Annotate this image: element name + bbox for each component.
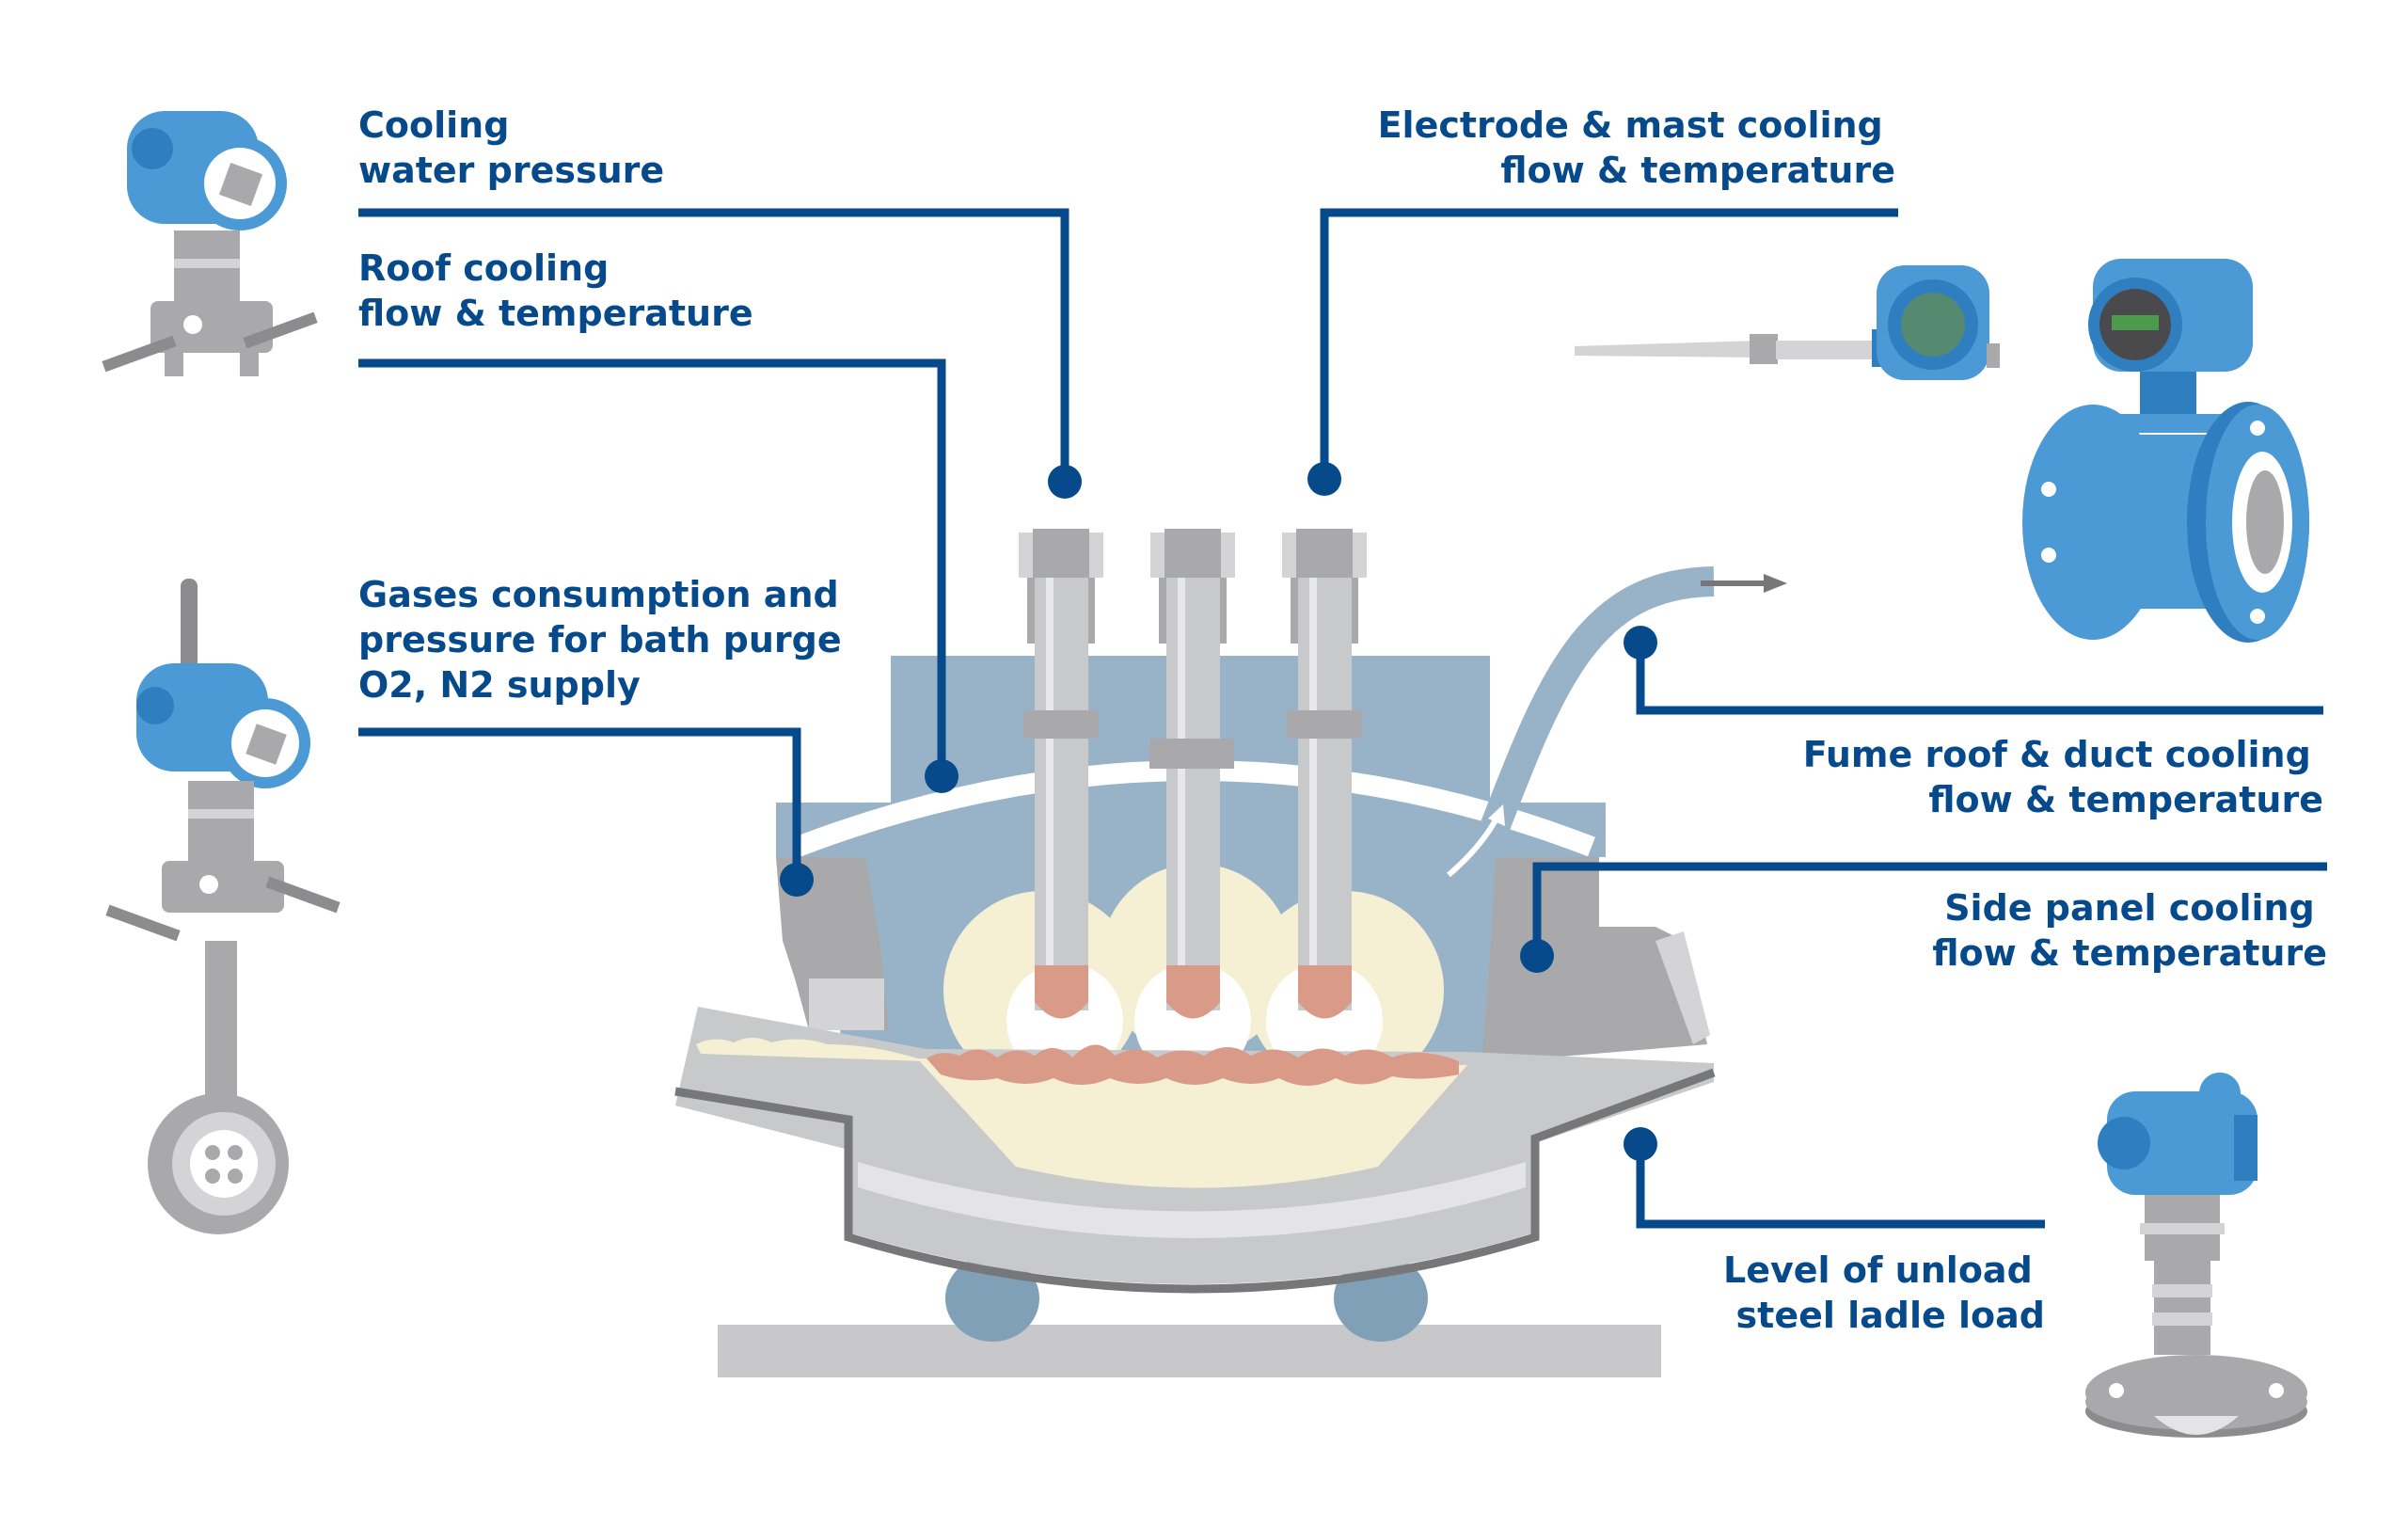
- magnetic-flowmeter-icon: [2022, 259, 2309, 643]
- radar-level-transmitter-icon: [2085, 1073, 2307, 1438]
- leader-cooling-water: [358, 208, 1082, 499]
- wireless-flow-transmitter-icon: [105, 579, 341, 1234]
- hearth-charge: [917, 1058, 1467, 1188]
- leader-electrode: [1307, 208, 1898, 496]
- temperature-transmitter-icon: [1575, 265, 2000, 380]
- exhaust-arrow-icon: [1701, 574, 1787, 593]
- leader-gases: [358, 727, 814, 897]
- leader-fume-roof: [1624, 626, 2323, 715]
- label-electrode: Electrode & mast cooling flow & temperat…: [1378, 104, 1895, 191]
- pressure-transmitter-icon: [102, 111, 318, 376]
- molten-steel: [927, 1044, 1459, 1086]
- right-wall-panel: [1656, 931, 1710, 1044]
- leader-side-panel: [1520, 862, 2327, 973]
- arc-core-3: [1266, 962, 1383, 1079]
- base-platform: [718, 1325, 1661, 1377]
- leader-roof-cooling: [358, 358, 958, 793]
- label-ladle-level: Level of unload steel ladle load: [1723, 1249, 2045, 1336]
- label-roof-cooling: Roof cooling flow & temperature: [358, 247, 753, 334]
- vessel-outer-shell: [674, 1068, 1716, 1294]
- vessel-lining: [858, 1162, 1526, 1238]
- electrode-2: [1149, 529, 1235, 1019]
- fume-duct: [1477, 566, 1715, 843]
- fume-flow-arrow-icon: [1447, 804, 1505, 878]
- slag-door-charge: [696, 1038, 927, 1061]
- left-wall-step: [809, 978, 884, 1030]
- label-cooling-water: Cooling water pressure: [358, 104, 664, 191]
- label-fume-roof: Fume roof & duct cooling flow & temperat…: [1803, 734, 2323, 820]
- electrode-1: [1019, 529, 1103, 1019]
- label-gases: Gases consumption and pressure for bath …: [358, 574, 854, 706]
- electrode-3: [1282, 529, 1367, 1019]
- electric-arc-furnace: [674, 529, 1787, 1377]
- label-side-panel: Side panel cooling flow & temperature: [1932, 887, 2327, 974]
- leader-ladle-level: [1624, 1127, 2045, 1229]
